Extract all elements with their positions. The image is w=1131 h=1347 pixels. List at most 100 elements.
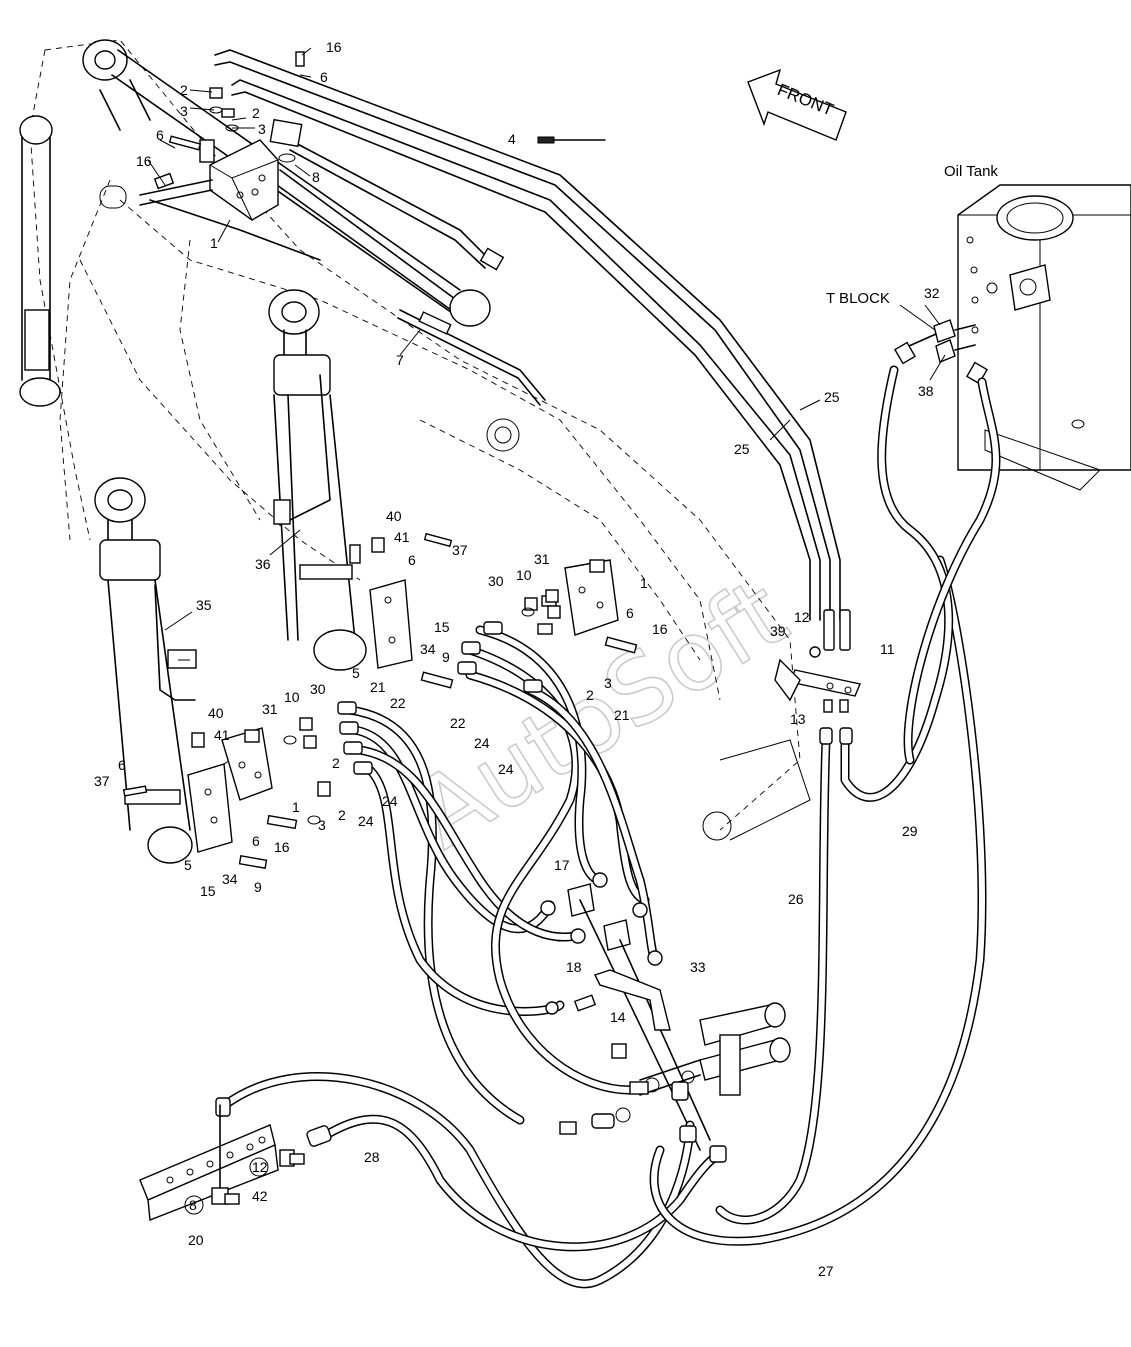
callout-35: 35 xyxy=(196,597,212,613)
callout-4: 4 xyxy=(508,131,516,147)
callout-14: 14 xyxy=(610,1009,626,1025)
leader-lines xyxy=(147,47,946,661)
callout-1: 1 xyxy=(210,235,218,251)
oil-tank: Oil Tank xyxy=(944,163,1131,491)
callout-6: 6 xyxy=(320,69,328,85)
callout-12: 12 xyxy=(794,609,810,625)
callout-20: 20 xyxy=(188,1232,204,1248)
callout-3: 3 xyxy=(604,675,612,691)
callout-10: 10 xyxy=(284,689,300,705)
middle-valve-assembly xyxy=(369,532,454,689)
callout-2: 2 xyxy=(252,105,260,121)
callout-28: 28 xyxy=(364,1149,380,1165)
callout-10: 10 xyxy=(516,567,532,583)
callout-40: 40 xyxy=(208,705,224,721)
boom-top-pin xyxy=(82,39,461,316)
callout-21: 21 xyxy=(370,679,386,695)
callout-41: 41 xyxy=(394,529,410,545)
callout-42: 42 xyxy=(252,1188,268,1204)
callout-6: 6 xyxy=(626,605,634,621)
callout-32: 32 xyxy=(924,285,940,301)
callout-2: 2 xyxy=(332,755,340,771)
callout-24: 24 xyxy=(382,793,398,809)
arm-cylinder xyxy=(268,289,367,671)
callout-16: 16 xyxy=(274,839,290,855)
callout-2: 2 xyxy=(586,687,594,703)
bucket-cylinder xyxy=(94,477,197,864)
callout-3: 3 xyxy=(258,121,266,137)
callout-9: 9 xyxy=(442,649,450,665)
callout-8: 8 xyxy=(312,169,320,185)
callout-31: 31 xyxy=(262,701,278,717)
boom-cylinder-left xyxy=(19,115,61,407)
callout-34: 34 xyxy=(420,641,436,657)
front-arrow: FRONT xyxy=(747,68,847,141)
top-valve-block xyxy=(139,51,321,261)
callout-6: 6 xyxy=(408,552,416,568)
callout-39: 39 xyxy=(770,623,786,639)
boom-outline xyxy=(29,39,811,841)
callout-33: 33 xyxy=(690,959,706,975)
callout-16: 16 xyxy=(136,153,152,169)
callout-25: 25 xyxy=(824,389,840,405)
callout-25: 25 xyxy=(734,441,750,457)
callout-26: 26 xyxy=(788,891,804,907)
quick-couplers xyxy=(559,1002,791,1135)
callout-24: 24 xyxy=(474,735,490,751)
callout-37: 37 xyxy=(452,542,468,558)
callout-7: 7 xyxy=(396,352,404,368)
lower-manifold xyxy=(139,1104,305,1221)
bracket-33 xyxy=(545,969,671,1059)
callout-15: 15 xyxy=(200,883,216,899)
callout-18: 18 xyxy=(566,959,582,975)
callout-34: 34 xyxy=(222,871,238,887)
callout-1: 1 xyxy=(292,799,300,815)
callout-6: 6 xyxy=(118,757,126,773)
callout-24: 24 xyxy=(498,761,514,777)
callout-24: 24 xyxy=(358,813,374,829)
top-pipes xyxy=(214,49,841,621)
part-4-pin xyxy=(537,136,606,144)
hose-bundle-24 xyxy=(337,621,660,1125)
callout-13: 13 xyxy=(790,711,806,727)
callout-30: 30 xyxy=(310,681,326,697)
oil-tank-label: Oil Tank xyxy=(944,163,998,180)
hose-29-25-26 xyxy=(715,365,1001,1225)
callout-3: 3 xyxy=(180,103,188,119)
fittings-left xyxy=(283,717,331,825)
callout-38: 38 xyxy=(918,383,934,399)
callout-9: 9 xyxy=(254,879,262,895)
callout-3: 3 xyxy=(318,817,326,833)
callout-17: 17 xyxy=(554,857,570,873)
callout-2: 2 xyxy=(180,82,188,98)
callout-21: 21 xyxy=(614,707,630,723)
callout-30: 30 xyxy=(488,573,504,589)
callout-29: 29 xyxy=(902,823,918,839)
t-block-label: T BLOCK xyxy=(826,290,890,307)
callout-27: 27 xyxy=(818,1263,834,1279)
callout-11: 11 xyxy=(880,641,895,657)
bracket-11 xyxy=(774,646,861,713)
callout-5: 5 xyxy=(184,857,192,873)
callout-36: 36 xyxy=(255,556,271,572)
callout-8: 8 xyxy=(189,1197,197,1213)
callout-2: 2 xyxy=(338,807,346,823)
callout-37: 37 xyxy=(94,773,110,789)
callout-12: 12 xyxy=(252,1159,268,1175)
part-7-hose xyxy=(397,289,546,406)
callout-41: 41 xyxy=(214,727,230,743)
callout-40: 40 xyxy=(386,508,402,524)
callout-16: 16 xyxy=(326,39,342,55)
callout-5: 5 xyxy=(352,665,360,681)
left-valve-assembly xyxy=(122,727,298,870)
callout-15: 15 xyxy=(434,619,450,635)
tee-fittings-17 xyxy=(540,872,711,1151)
callout-6: 6 xyxy=(156,127,164,143)
callout-1: 1 xyxy=(640,575,648,591)
fittings-right xyxy=(521,589,561,619)
callout-6: 6 xyxy=(252,833,260,849)
callout-16: 16 xyxy=(652,621,668,637)
callout-labels: 16 6 2 3 2 3 4 6 16 8 1 7 25 25 32 38 40… xyxy=(94,39,940,1279)
hose-27-28 xyxy=(215,555,987,1289)
